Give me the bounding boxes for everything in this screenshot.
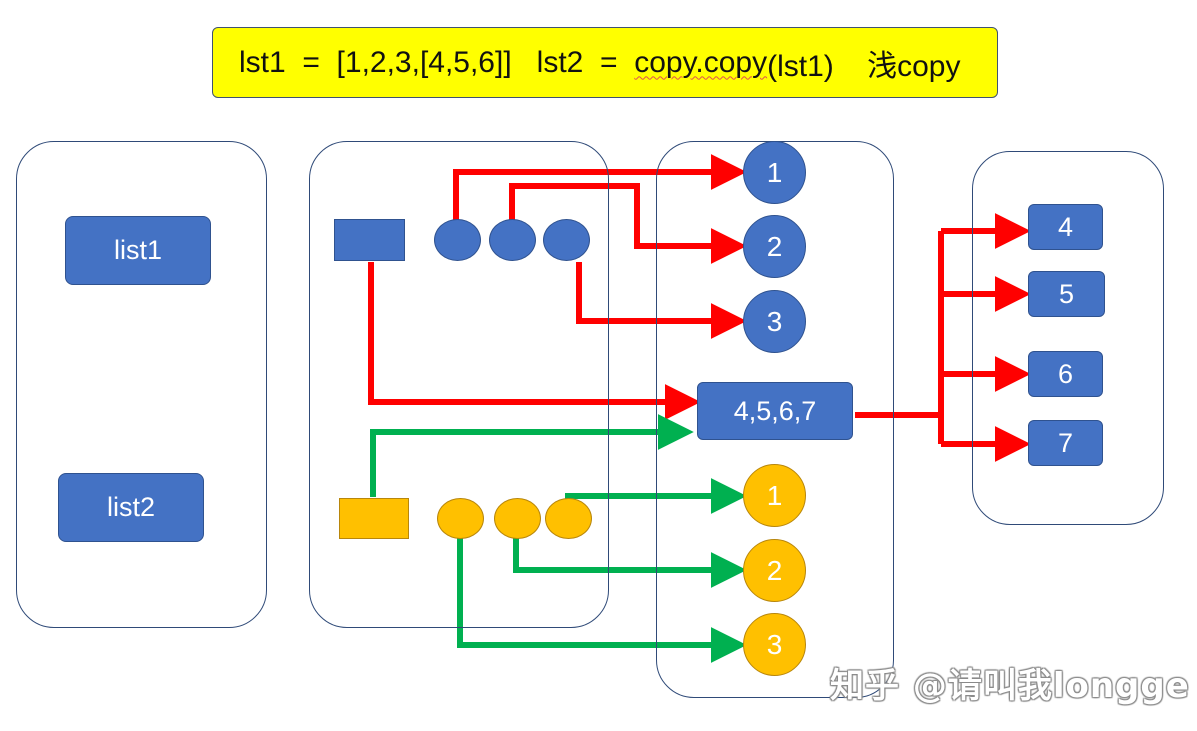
watermark: 知乎 @请叫我longge: [830, 666, 1190, 706]
title-suffix: (lst1) 浅copy: [767, 49, 961, 83]
list2-slot-1: [437, 498, 484, 539]
object-gold-2: 2: [743, 539, 806, 602]
arrow-red-to-1: [453, 154, 747, 222]
var-list1: list1: [65, 216, 211, 285]
list1-header-rect: [334, 219, 405, 261]
inner-item-6: 6: [1028, 351, 1103, 397]
list2-slot-3: [545, 498, 592, 539]
list1-slot-3: [543, 219, 590, 261]
object-gold-3: 3: [743, 613, 806, 676]
list2-header-rect: [339, 498, 409, 539]
inner-item-5: 5: [1028, 271, 1105, 317]
arrow-red-to-3: [576, 262, 747, 339]
object-blue-1: 1: [743, 141, 806, 204]
object-blue-2: 2: [743, 215, 806, 278]
inner-item-7: 7: [1028, 420, 1103, 466]
arrow-red-to-2: [509, 183, 747, 264]
arrow-red-to-shared-inner: [368, 262, 701, 420]
inner-list-panel: [972, 151, 1164, 525]
inner-item-4: 4: [1028, 204, 1103, 250]
shared-inner-list: 4,5,6,7: [697, 382, 853, 440]
title-copy-call: copy.copy: [634, 45, 768, 79]
var-list2: list2: [58, 473, 204, 542]
list1-slot-1: [434, 219, 481, 261]
variables-panel: [16, 141, 267, 628]
arrow-green-to-2: [513, 538, 747, 588]
arrow-green-to-3: [457, 538, 747, 663]
object-gold-1: 1: [743, 464, 806, 527]
title-box: lst1 = [1,2,3,[4,5,6]] lst2 = copy.copy(…: [212, 27, 998, 98]
object-blue-3: 3: [743, 290, 806, 353]
list2-slot-2: [494, 498, 541, 539]
arrow-green-to-shared-inner: [370, 414, 694, 497]
title-prefix: lst1 = [1,2,3,[4,5,6]] lst2 =: [239, 45, 635, 79]
list1-slot-2: [489, 219, 536, 261]
lists-panel: [309, 141, 609, 628]
